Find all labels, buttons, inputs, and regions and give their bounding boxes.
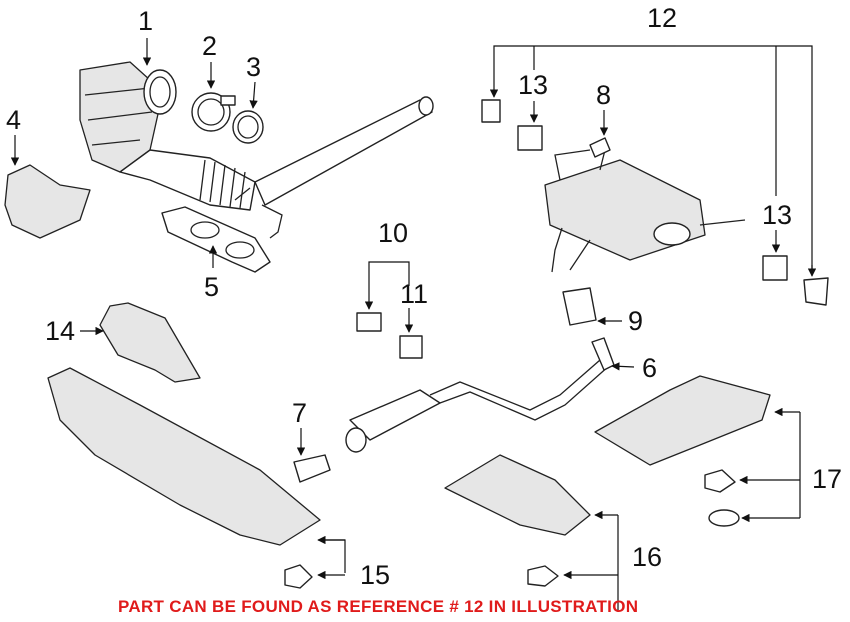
hanger-12-right [803,277,829,306]
callout-13-right: 13 [762,200,793,230]
clamp-9 [562,287,597,326]
hanger-12-left [481,99,501,123]
callout-6: 6 [642,353,658,383]
gasket [232,110,264,144]
callout-4: 4 [6,105,22,135]
callout-2: 2 [202,31,218,61]
nut-17-a [704,469,736,493]
flange-gasket [161,206,271,273]
callout-14: 14 [45,316,76,346]
heat-shield-16 [444,454,591,536]
callout-16: 16 [632,542,663,572]
callout-1: 1 [138,6,154,36]
isolator-11 [399,335,423,359]
callout-leaders [10,38,817,610]
callout-17: 17 [812,464,843,494]
nut-16 [527,565,559,587]
callout-15: 15 [360,560,391,590]
clamp-7 [293,454,331,483]
heat-shield-14 [99,302,201,383]
callout-7: 7 [292,398,308,428]
rear-muffler [544,137,746,273]
callout-10: 10 [378,218,409,248]
hanger-10 [356,312,382,332]
callout-3: 3 [246,52,262,82]
catalytic-converter [79,61,434,239]
isolator-13-right [762,255,788,281]
callout-11: 11 [400,279,429,309]
washer-17 [708,509,740,527]
reference-note: PART CAN BE FOUND AS REFERENCE # 12 IN I… [118,597,639,616]
heat-shield-15 [47,367,321,546]
isolator-13-left [517,125,543,151]
clamp [191,92,236,132]
callout-5: 5 [204,272,220,302]
callout-8: 8 [596,80,612,110]
callout-13-left: 13 [518,70,549,100]
callout-12: 12 [647,3,678,33]
heat-shield-17 [594,375,771,466]
bracket [4,164,91,239]
callout-9: 9 [628,306,644,336]
nut-15 [284,564,313,589]
resonator-pipe [345,337,615,453]
